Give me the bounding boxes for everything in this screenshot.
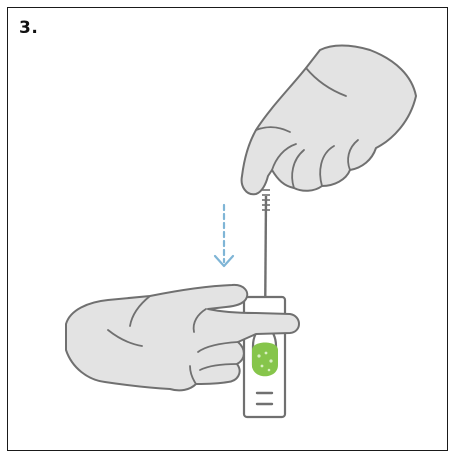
swab-tip-icon	[252, 343, 278, 377]
upper-hand-icon	[242, 46, 416, 195]
down-arrow-icon	[215, 205, 233, 266]
